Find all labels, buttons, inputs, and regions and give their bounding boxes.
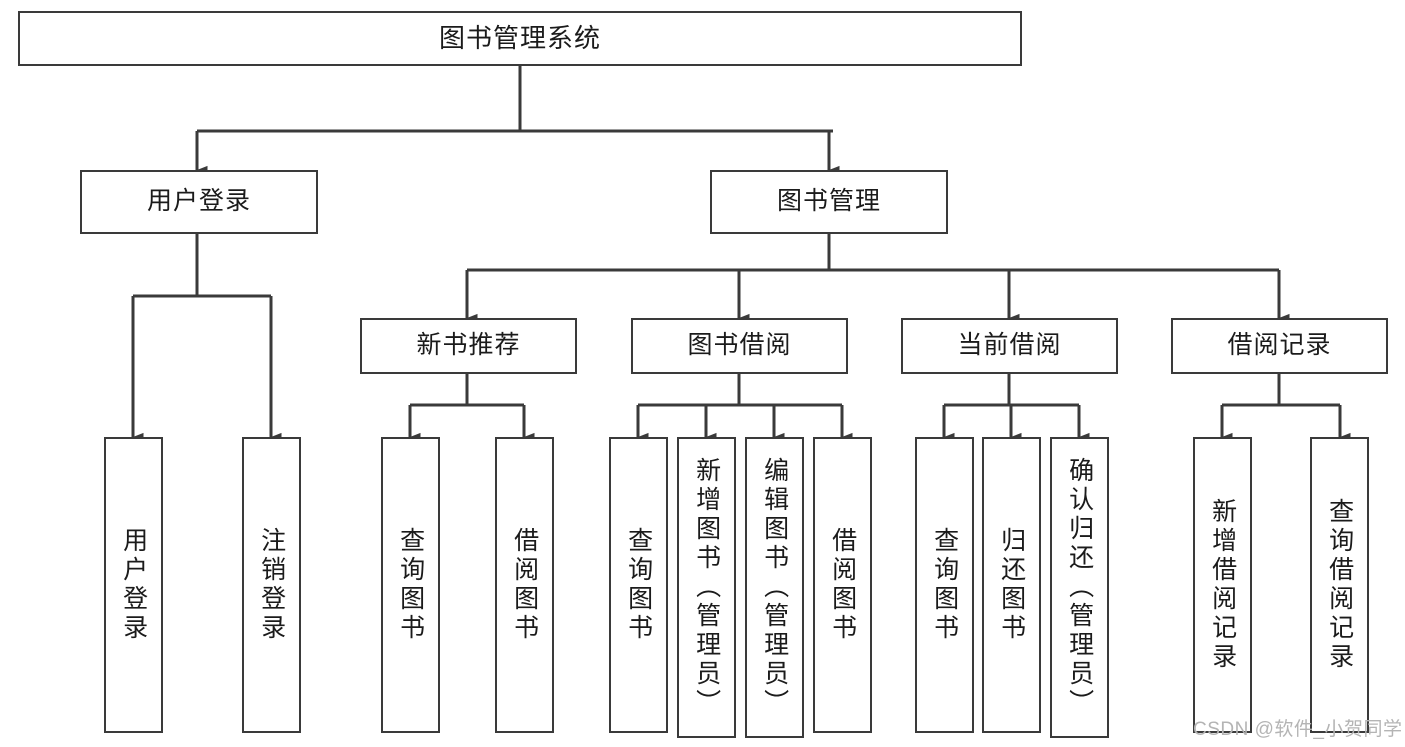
leaf-borrow-record-query[interactable]: 查询借阅记录 — [1310, 437, 1369, 733]
leaf-label: 借阅图书 — [510, 527, 539, 643]
leaf-current-borrow-confirm[interactable]: 确认归还（管理员） — [1050, 437, 1109, 738]
leaf-label: 编辑图书（管理员） — [760, 457, 789, 718]
node-root-system[interactable]: 图书管理系统 — [18, 11, 1022, 66]
leaf-book-borrow-add[interactable]: 新增图书（管理员） — [677, 437, 736, 738]
leaf-label: 查询图书 — [396, 527, 425, 643]
leaf-borrow-record-add[interactable]: 新增借阅记录 — [1193, 437, 1252, 733]
leaf-user-login-logout[interactable]: 注销登录 — [242, 437, 301, 733]
leaf-label: 用户登录 — [119, 527, 148, 643]
leaf-label: 新增图书（管理员） — [692, 457, 721, 718]
node-user-login[interactable]: 用户登录 — [80, 170, 318, 234]
leaf-book-borrow-borrow[interactable]: 借阅图书 — [813, 437, 872, 733]
leaf-current-borrow-query[interactable]: 查询图书 — [915, 437, 974, 733]
leaf-label: 查询借阅记录 — [1325, 498, 1354, 672]
leaf-label: 查询图书 — [624, 527, 653, 643]
leaf-label: 归还图书 — [997, 527, 1026, 643]
leaf-new-book-query[interactable]: 查询图书 — [381, 437, 440, 733]
node-book-borrow[interactable]: 图书借阅 — [631, 318, 848, 374]
leaf-label: 查询图书 — [930, 527, 959, 643]
leaf-current-borrow-return[interactable]: 归还图书 — [982, 437, 1041, 733]
node-book-management[interactable]: 图书管理 — [710, 170, 948, 234]
leaf-label: 确认归还（管理员） — [1065, 457, 1094, 718]
node-new-book-recommend[interactable]: 新书推荐 — [360, 318, 577, 374]
node-borrow-record[interactable]: 借阅记录 — [1171, 318, 1388, 374]
leaf-user-login-login[interactable]: 用户登录 — [104, 437, 163, 733]
leaf-label: 新增借阅记录 — [1208, 498, 1237, 672]
leaf-label: 注销登录 — [257, 527, 286, 643]
leaf-label: 借阅图书 — [828, 527, 857, 643]
node-current-borrow[interactable]: 当前借阅 — [901, 318, 1118, 374]
leaf-book-borrow-edit[interactable]: 编辑图书（管理员） — [745, 437, 804, 738]
leaf-book-borrow-query[interactable]: 查询图书 — [609, 437, 668, 733]
leaf-new-book-borrow[interactable]: 借阅图书 — [495, 437, 554, 733]
